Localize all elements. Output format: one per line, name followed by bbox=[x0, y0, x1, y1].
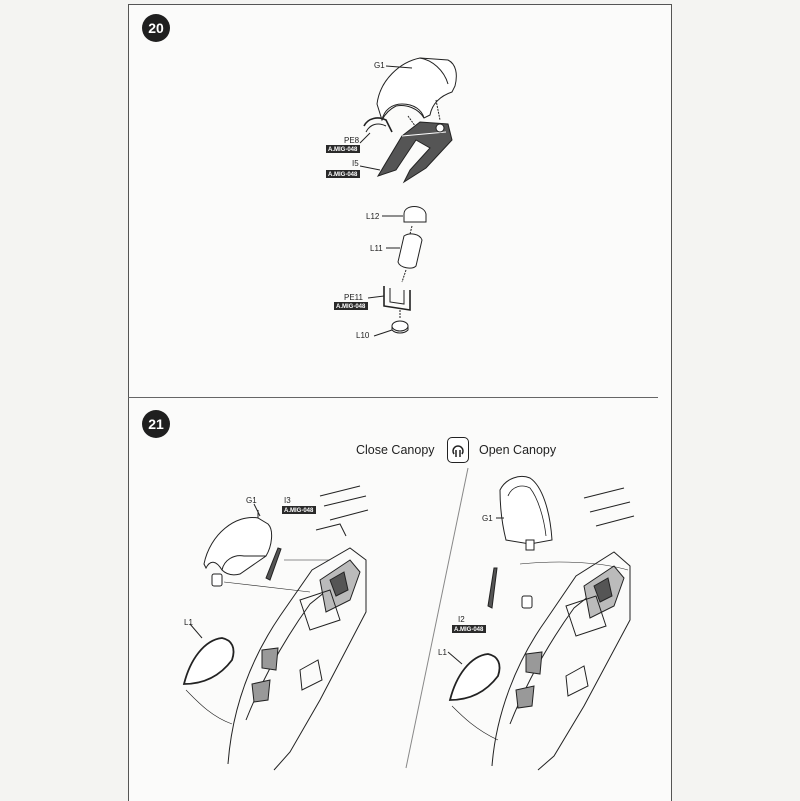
part-i3-rod bbox=[265, 547, 282, 581]
part-g1-canopy bbox=[376, 57, 457, 122]
close-canopy-label: Close Canopy bbox=[356, 443, 435, 457]
label-l1-left: L1 bbox=[184, 618, 193, 627]
part-l11 bbox=[397, 233, 423, 269]
step-divider bbox=[128, 397, 658, 398]
part-i2-rod bbox=[487, 567, 498, 609]
part-pe11 bbox=[383, 286, 411, 311]
part-l10 bbox=[391, 320, 409, 334]
part-l1-left bbox=[182, 637, 235, 685]
tag-i2: A.MIG-048 bbox=[454, 627, 484, 633]
label-g1-left: G1 bbox=[246, 496, 257, 505]
tag-pe11: A.MIG-048 bbox=[336, 304, 366, 310]
label-l10: L10 bbox=[356, 331, 370, 340]
label-i3: I3 bbox=[284, 496, 291, 505]
part-i5-base bbox=[376, 121, 453, 184]
tag-pe8: A.MIG-048 bbox=[328, 147, 358, 153]
fuselage-left bbox=[227, 485, 369, 771]
part-l1-right bbox=[448, 653, 501, 701]
label-l12: L12 bbox=[366, 212, 380, 221]
fuselage-right bbox=[491, 487, 635, 771]
label-i2: I2 bbox=[458, 615, 465, 624]
label-i5: I5 bbox=[352, 159, 359, 168]
part-g1-open bbox=[499, 476, 553, 551]
label-g1-right: G1 bbox=[482, 514, 493, 523]
label-pe8: PE8 bbox=[344, 136, 360, 145]
canopy-rotate-icon bbox=[447, 437, 469, 463]
part-l12 bbox=[403, 206, 427, 223]
label-l1-right: L1 bbox=[438, 648, 447, 657]
open-canopy-label: Open Canopy bbox=[479, 443, 557, 457]
label-l11: L11 bbox=[370, 244, 383, 253]
label-g1: G1 bbox=[374, 61, 385, 70]
part-g1-closed bbox=[203, 517, 273, 576]
label-pe11: PE11 bbox=[344, 293, 364, 302]
part-pe8-frame bbox=[363, 117, 393, 133]
tag-i5: A.MIG-048 bbox=[328, 172, 358, 178]
step-20-badge: 20 bbox=[142, 14, 170, 42]
step-21-badge: 21 bbox=[142, 410, 170, 438]
tag-i3: A.MIG-048 bbox=[284, 508, 314, 514]
